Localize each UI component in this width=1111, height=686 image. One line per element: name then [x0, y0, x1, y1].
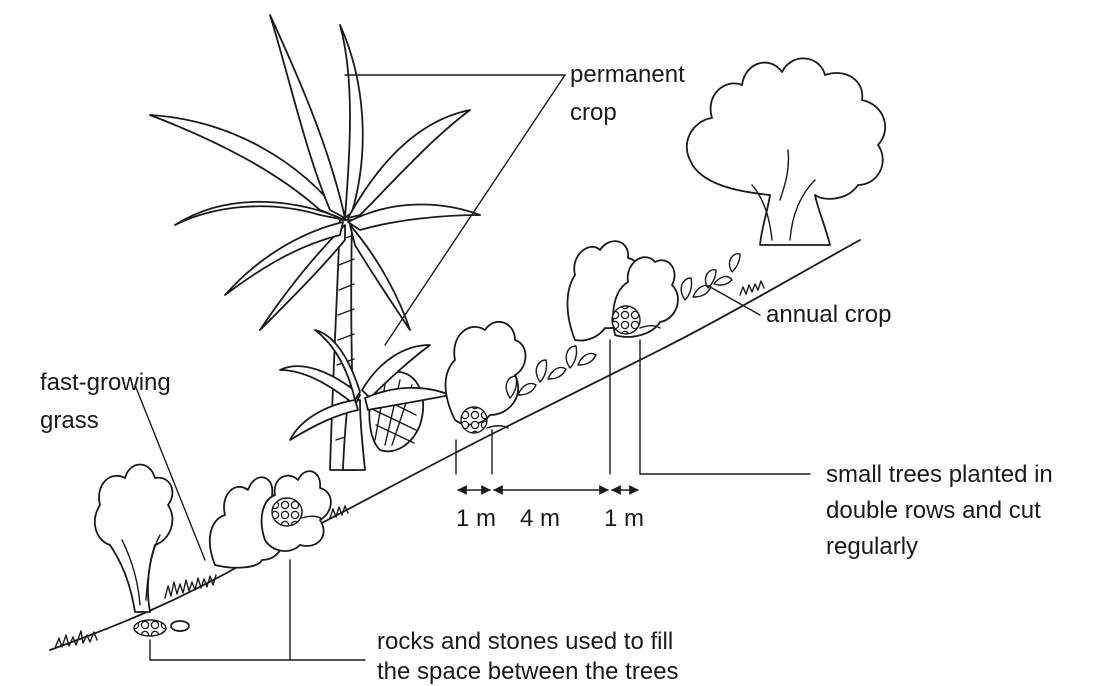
- large-tree-right: [687, 58, 885, 245]
- label-permanent-crop-line2: crop: [570, 99, 617, 126]
- small-palm-tree: [280, 330, 450, 470]
- left-small-tree: [95, 465, 173, 613]
- shrub-middle: [446, 322, 526, 433]
- shrub-row-left: [210, 471, 331, 568]
- label-rocks-line1: rocks and stones used to fill: [377, 628, 673, 655]
- label-right-gap: 1 m: [604, 505, 644, 532]
- label-permanent-crop-line1: permanent: [570, 61, 685, 88]
- ground-slope: [50, 240, 860, 650]
- label-small-trees-line1: small trees planted in: [826, 461, 1053, 488]
- label-middle-gap: 4 m: [520, 505, 560, 532]
- tall-palm-tree: [150, 15, 480, 470]
- label-small-trees-line3: regularly: [826, 533, 918, 560]
- label-annual-crop: annual crop: [766, 301, 891, 328]
- label-fast-growing-grass-line2: grass: [40, 407, 99, 434]
- label-small-trees-line2: double rows and cut: [826, 497, 1041, 524]
- label-fast-growing-grass-line1: fast-growing: [40, 369, 171, 396]
- label-rocks-line2: the space between the trees: [377, 658, 679, 685]
- rocks-left: [134, 620, 189, 636]
- label-left-gap: 1 m: [456, 505, 496, 532]
- shrub-right-double-row: [568, 241, 679, 340]
